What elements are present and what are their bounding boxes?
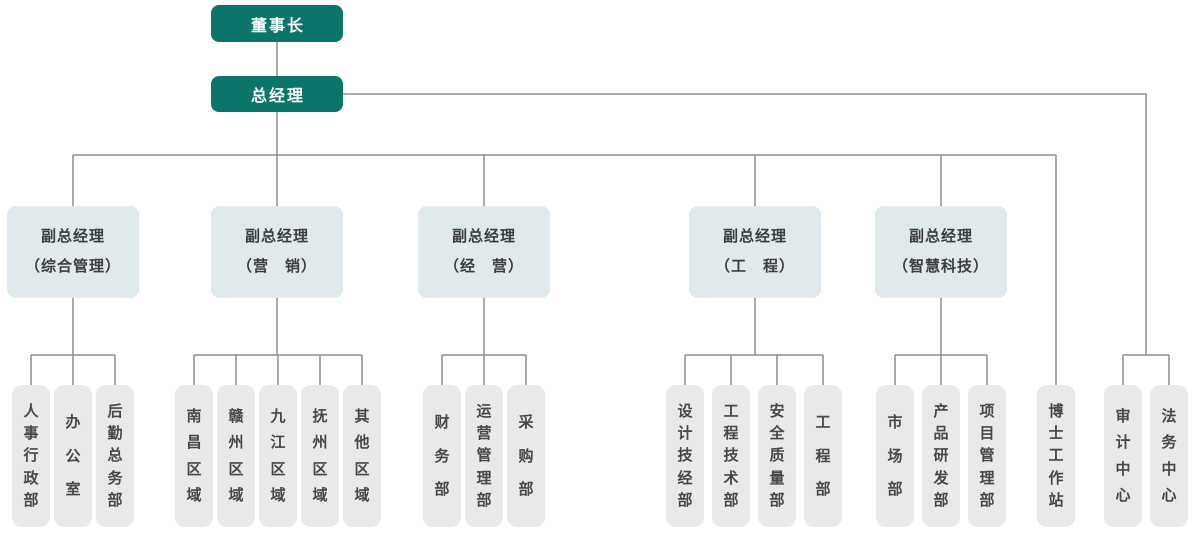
node-dept-product-rd: 产品研发部: [922, 385, 960, 527]
deputy-scope: （经 营）: [443, 258, 524, 275]
node-dept-engineering: 工程部: [804, 385, 842, 527]
node-dept-procurement: 采购部: [507, 385, 545, 527]
node-dept-design-tech-economics: 设计技经部: [666, 385, 704, 527]
deputy-scope: （工 程）: [714, 258, 795, 275]
deputy-title: 副总经理: [722, 228, 787, 245]
node-unit-audit-center: 审计中心: [1104, 385, 1142, 527]
node-deputy-marketing: 副总经理 （营 销）: [211, 206, 343, 298]
node-deputy-engineering: 副总经理 （工 程）: [689, 206, 821, 298]
node-dept-safety-quality: 安全质量部: [758, 385, 796, 527]
node-dept-hr-admin: 人事行政部: [12, 385, 50, 527]
deputy-title: 副总经理: [451, 228, 516, 245]
node-dept-project-management: 项目管理部: [968, 385, 1006, 527]
deputy-title: 副总经理: [244, 228, 309, 245]
deputy-scope: （智慧科技）: [892, 258, 989, 275]
node-deputy-comprehensive-management: 副总经理 （综合管理）: [7, 206, 139, 298]
node-dept-finance: 财务部: [423, 385, 461, 527]
node-deputy-operations: 副总经理 （经 营）: [418, 206, 550, 298]
node-dept-other-regions: 其他区域: [343, 385, 381, 527]
node-dept-engineering-technology: 工程技术部: [712, 385, 750, 527]
deputy-scope: （营 销）: [236, 258, 317, 275]
node-unit-doctor-workstation: 博士工作站: [1037, 385, 1075, 527]
node-dept-logistics: 后勤总务部: [96, 385, 134, 527]
node-dept-market: 市场部: [876, 385, 914, 527]
node-dept-ganzhou-region: 赣州区域: [217, 385, 255, 527]
node-chairman: 董事长: [211, 5, 343, 42]
deputy-title: 副总经理: [908, 228, 973, 245]
node-unit-legal-center: 法务中心: [1150, 385, 1188, 527]
node-deputy-smart-tech: 副总经理 （智慧科技）: [875, 206, 1007, 298]
deputy-scope: （综合管理）: [24, 258, 121, 275]
node-dept-jiujiang-region: 九江区域: [259, 385, 297, 527]
deputy-title: 副总经理: [40, 228, 105, 245]
node-dept-operations-management: 运营管理部: [465, 385, 503, 527]
node-dept-office: 办公室: [54, 385, 92, 527]
node-general-manager: 总经理: [211, 76, 343, 112]
node-dept-fuzhou-region: 抚州区域: [301, 385, 339, 527]
node-dept-nanchang-region: 南昌区域: [175, 385, 213, 527]
